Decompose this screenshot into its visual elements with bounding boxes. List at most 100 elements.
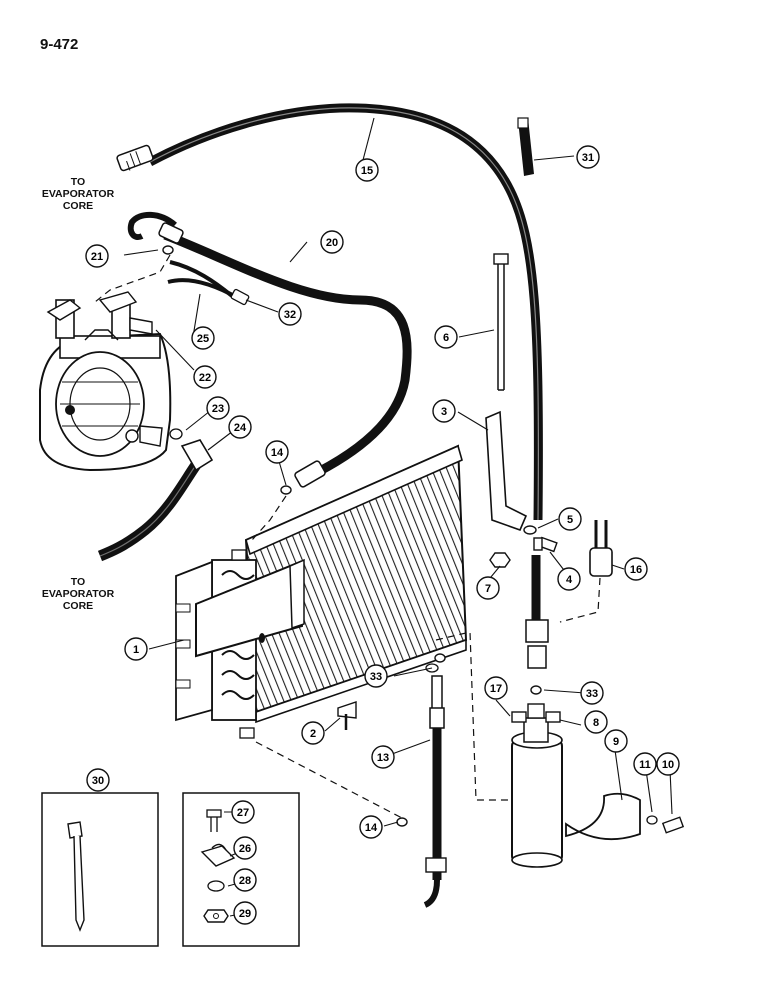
inset-box-30	[41, 792, 159, 947]
callout-label: 14	[365, 822, 378, 834]
callout-label: 28	[239, 875, 251, 887]
bolt-10	[661, 816, 685, 834]
callout-label: 33	[370, 671, 382, 683]
hose-15-lower	[525, 555, 549, 669]
note-to-evaporator-core-top: TO EVAPORATOR CORE	[41, 176, 115, 212]
o-ring-33-right	[530, 685, 542, 695]
hose-24	[97, 428, 214, 562]
callout-label: 30	[92, 775, 104, 787]
hose-32	[169, 260, 234, 298]
callout-label: 23	[212, 403, 224, 415]
callout-label: 5	[567, 514, 573, 526]
o-ring-33-left	[434, 653, 446, 663]
callout-label: 8	[593, 717, 599, 729]
callout-label: 13	[377, 752, 389, 764]
page-number: 9-472	[40, 36, 79, 53]
callout-3: 3	[432, 399, 456, 423]
callout-label: 32	[284, 309, 296, 321]
callout-7: 7	[476, 576, 500, 600]
callout-33: 33	[580, 681, 604, 705]
hose-20	[127, 211, 412, 488]
dashed-connectors	[94, 254, 601, 819]
clamp-9	[565, 792, 641, 841]
switch-16	[589, 520, 613, 577]
callout-label: 1	[133, 644, 139, 656]
o-ring-21	[162, 245, 174, 255]
callout-label: 27	[237, 807, 249, 819]
nut-29	[203, 909, 229, 923]
callout-label: 24	[234, 422, 247, 434]
hose-15	[116, 103, 543, 521]
callout-14: 14	[265, 440, 289, 464]
callout-4: 4	[557, 567, 581, 591]
callouts: 1234567891011131414151617202122232425262…	[85, 145, 680, 925]
note-to-evaporator-core-bottom: TO EVAPORATOR CORE	[41, 576, 115, 612]
callout-label: 2	[310, 728, 316, 740]
callout-2: 2	[301, 721, 325, 745]
washer-11	[646, 815, 658, 825]
clip-26	[200, 843, 236, 867]
bolt-2	[337, 701, 357, 730]
bracket-3	[485, 410, 528, 532]
callout-label: 15	[361, 165, 373, 177]
hose-13	[423, 663, 447, 908]
callout-15: 15	[355, 158, 379, 182]
callout-9: 9	[604, 729, 628, 753]
callout-30: 30	[86, 768, 110, 792]
callout-14: 14	[359, 815, 383, 839]
callout-24: 24	[228, 415, 252, 439]
callout-label: 17	[490, 683, 502, 695]
compressor	[39, 291, 172, 472]
strap-31	[517, 117, 534, 176]
callout-label: 3	[441, 406, 447, 418]
callout-23: 23	[206, 396, 230, 420]
o-ring-14-lower	[396, 817, 408, 827]
callout-17: 17	[484, 676, 508, 700]
callout-8: 8	[584, 710, 608, 734]
callout-13: 13	[371, 745, 395, 769]
callout-label: 33	[586, 688, 598, 700]
callout-label: 25	[197, 333, 209, 345]
callout-21: 21	[85, 244, 109, 268]
washer-5	[523, 525, 537, 535]
callout-29: 29	[233, 901, 257, 925]
nut-7	[489, 552, 511, 568]
condenser	[175, 444, 468, 739]
callout-16: 16	[624, 557, 648, 581]
callout-22: 22	[193, 365, 217, 389]
callout-31: 31	[576, 145, 600, 169]
receiver-drier-17	[511, 703, 563, 868]
callout-label: 4	[566, 574, 573, 586]
callout-32: 32	[278, 302, 302, 326]
washer-28	[207, 880, 225, 892]
callout-27: 27	[231, 800, 255, 824]
bolt-6	[493, 253, 509, 391]
callout-label: 26	[239, 843, 251, 855]
callout-26: 26	[233, 836, 257, 860]
callout-6: 6	[434, 325, 458, 349]
callout-label: 31	[582, 152, 594, 164]
callout-label: 29	[239, 908, 251, 920]
screw-27	[206, 809, 222, 832]
callout-5: 5	[558, 507, 582, 531]
callout-label: 20	[326, 237, 338, 249]
hose-15-fitting	[116, 144, 154, 172]
callout-label: 9	[613, 736, 619, 748]
o-ring-14-upper	[280, 485, 292, 495]
callout-20: 20	[320, 230, 344, 254]
callout-10: 10	[656, 752, 680, 776]
callout-1: 1	[124, 637, 148, 661]
callout-label: 22	[199, 372, 211, 384]
cable-tie-30	[67, 821, 85, 932]
callout-28: 28	[233, 868, 257, 892]
callout-11: 11	[633, 752, 657, 776]
callout-label: 16	[630, 564, 642, 576]
tube-25	[167, 278, 250, 306]
callout-label: 21	[91, 251, 103, 263]
callout-label: 11	[639, 759, 651, 771]
callout-33: 33	[364, 664, 388, 688]
callout-label: 7	[485, 583, 491, 595]
callout-label: 6	[443, 332, 449, 344]
bolt-4	[533, 536, 558, 553]
